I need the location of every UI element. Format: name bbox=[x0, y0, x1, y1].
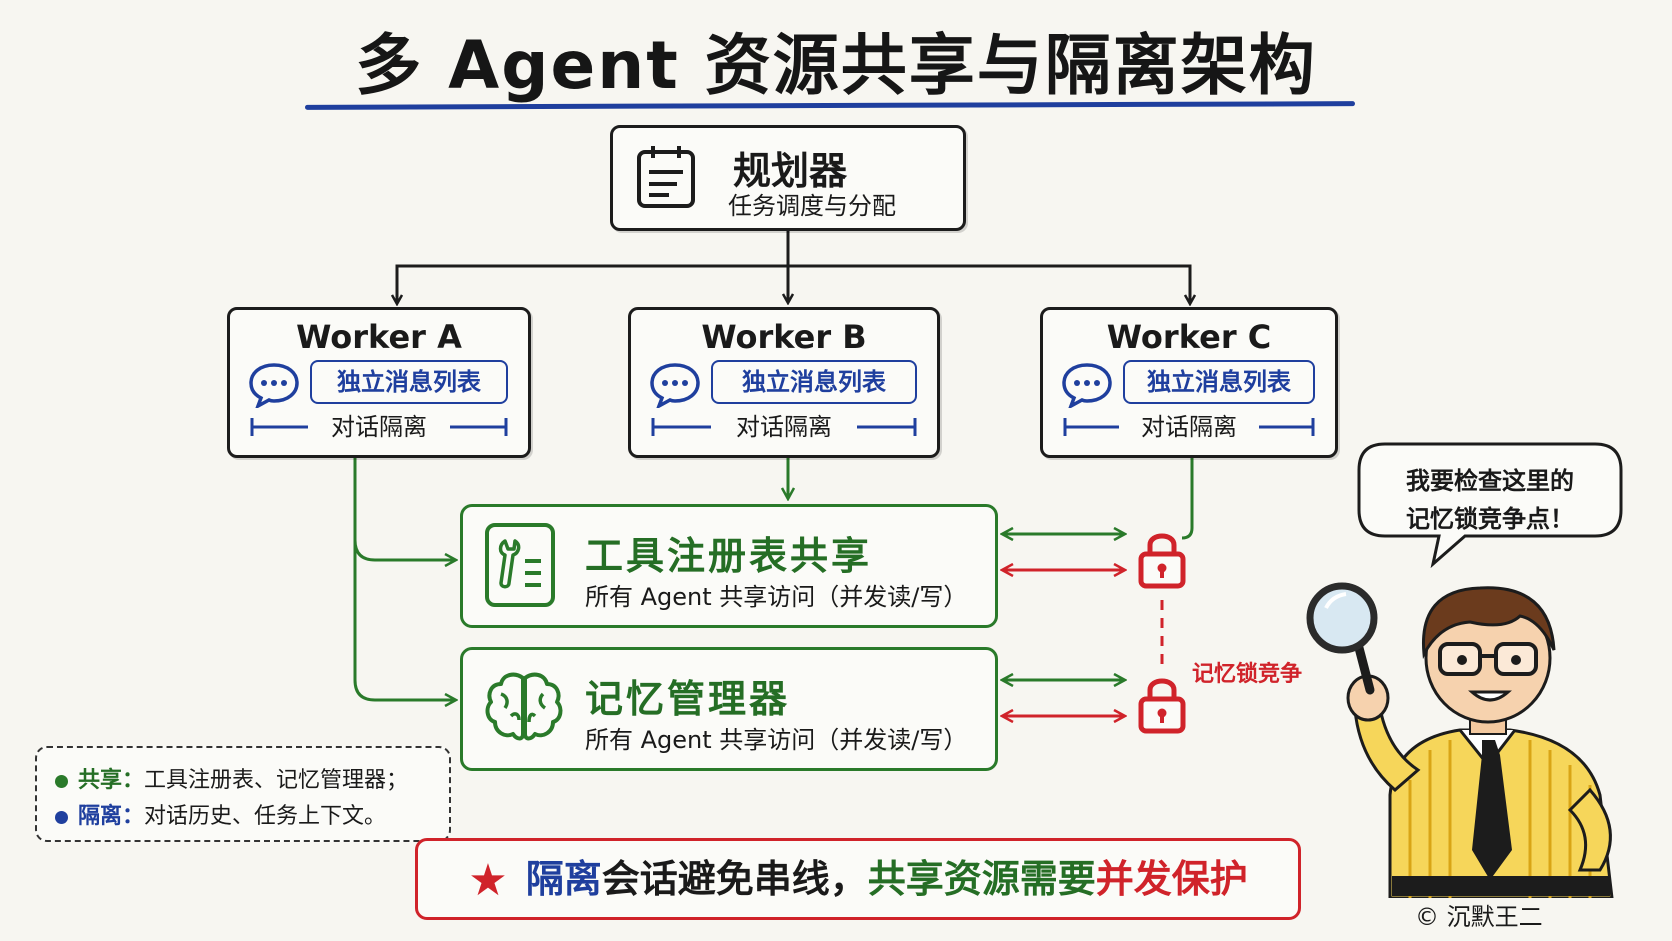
worker-name: Worker C bbox=[1106, 318, 1272, 356]
planner-box: 规划器 任务调度与分配 bbox=[610, 125, 966, 231]
brain-icon bbox=[485, 672, 563, 741]
tool-document-icon bbox=[485, 523, 555, 607]
isolation-bracket bbox=[1063, 418, 1315, 436]
legend-shared-row: 共享：工具注册表、记忆管理器； bbox=[55, 762, 408, 794]
worker-b-box: Worker B 独立消息列表 对话隔离 bbox=[628, 307, 940, 458]
lock-contention-label: 记忆锁竞争 bbox=[1192, 662, 1303, 687]
planner-subtitle: 任务调度与分配 bbox=[728, 192, 896, 220]
legend-shared-label: 共享： bbox=[78, 768, 145, 793]
message-list-pill: 独立消息列表 bbox=[711, 360, 917, 404]
planner-title: 规划器 bbox=[733, 149, 848, 193]
summary-banner: ★ 隔离会话避免串线，共享资源需要并发保护 bbox=[415, 838, 1301, 920]
chat-bubble-icon bbox=[249, 363, 299, 408]
worker-name: Worker B bbox=[701, 318, 867, 356]
chat-bubble-icon bbox=[1062, 363, 1112, 408]
isolation-label: 对话隔离 bbox=[1141, 413, 1237, 441]
memory-manager-box: 记忆管理器 所有 Agent 共享访问（并发读/写） bbox=[460, 647, 998, 771]
legend-isolated-text: 对话历史、任务上下文。 bbox=[144, 804, 387, 829]
isolation-bracket bbox=[250, 418, 508, 436]
speech-line-1: 我要检查这里的 bbox=[1406, 467, 1574, 495]
green-dot-icon bbox=[55, 774, 68, 788]
isolation-label: 对话隔离 bbox=[331, 413, 427, 441]
message-list-pill: 独立消息列表 bbox=[1123, 360, 1315, 404]
memory-manager-title: 记忆管理器 bbox=[585, 677, 791, 721]
memory-manager-subtitle: 所有 Agent 共享访问（并发读/写） bbox=[585, 726, 968, 754]
star-icon: ★ bbox=[468, 855, 508, 906]
credit-text: © 沉默王二 bbox=[1415, 903, 1543, 931]
worker-a-box: Worker A 独立消息列表 对话隔离 bbox=[227, 307, 531, 458]
banner-shared: 共享资源需要 bbox=[867, 857, 1096, 901]
character-illustration bbox=[1306, 582, 1614, 898]
message-list-pill: 独立消息列表 bbox=[310, 360, 508, 404]
isolation-bracket bbox=[651, 418, 917, 436]
tool-registry-box: 工具注册表共享 所有 Agent 共享访问（并发读/写） bbox=[460, 504, 998, 628]
legend-shared-text: 工具注册表、记忆管理器； bbox=[144, 768, 409, 793]
speech-bubble-text: 我要检查这里的 记忆锁竞争点！ bbox=[1370, 462, 1610, 538]
isolation-label: 对话隔离 bbox=[736, 413, 832, 441]
legend-box: 共享：工具注册表、记忆管理器； 隔离：对话历史、任务上下文。 bbox=[35, 746, 451, 842]
lock-icon bbox=[1138, 678, 1186, 734]
banner-text-1: 会话避免串线， bbox=[601, 857, 868, 901]
speech-bubble bbox=[1357, 442, 1623, 569]
worker-name: Worker A bbox=[296, 318, 462, 356]
magnifying-glass-icon bbox=[1306, 582, 1378, 695]
calendar-icon bbox=[637, 146, 695, 208]
worker-c-box: Worker C 独立消息列表 对话隔离 bbox=[1040, 307, 1338, 458]
tool-registry-title: 工具注册表共享 bbox=[585, 534, 873, 578]
lock-icon bbox=[1138, 533, 1186, 589]
legend-isolated-label: 隔离： bbox=[78, 804, 145, 829]
legend-isolated-row: 隔离：对话历史、任务上下文。 bbox=[55, 798, 386, 830]
page-title: 多 Agent 资源共享与隔离架构 bbox=[355, 27, 1317, 104]
banner-concurrency: 并发保护 bbox=[1095, 857, 1248, 901]
blue-dot-icon bbox=[55, 810, 68, 824]
speech-line-2: 记忆锁竞争点！ bbox=[1406, 505, 1574, 533]
tool-registry-subtitle: 所有 Agent 共享访问（并发读/写） bbox=[585, 583, 968, 611]
chat-bubble-icon bbox=[650, 363, 700, 408]
banner-isolation: 隔离 bbox=[525, 857, 602, 901]
